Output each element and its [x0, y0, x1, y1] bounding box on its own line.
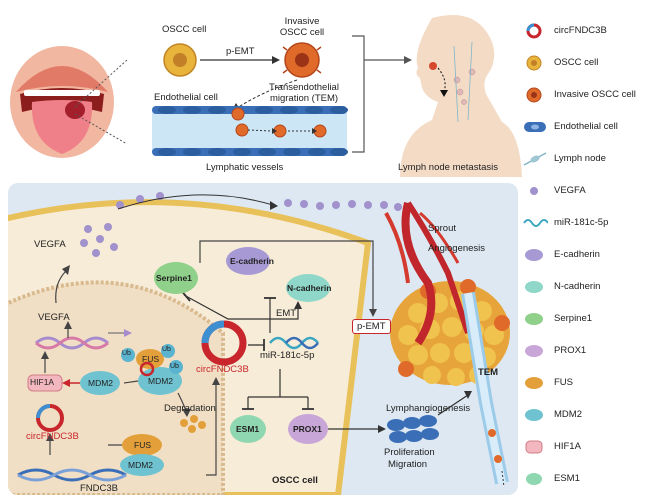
circfndc3b-left-label: circFNDC3B: [26, 431, 79, 442]
invasive-oscc-cell-label: Invasive OSCC cell: [279, 16, 325, 38]
angiogenesis-label: Angiogenesis: [428, 243, 486, 254]
p-emt-box: p-EMT: [352, 319, 391, 334]
legend-item-mirna: miR-181c-5p: [522, 214, 648, 232]
tem-label: Transendothelial migration (TEM): [269, 82, 339, 104]
legend-item-esm1: ESM1: [522, 470, 648, 488]
prox1-icon: [525, 345, 543, 357]
esm1-label: ESM1: [236, 424, 260, 434]
legend-item-invasive-oscc-cell: Invasive OSCC cell: [522, 86, 648, 104]
lymph-node-metastasis-label: Lymph node metastasis: [398, 162, 498, 173]
lymphangiogenesis-label: Lymphangiogenesis: [386, 403, 471, 414]
fndc3b-label: FNDC3B: [80, 483, 119, 494]
vegfa-dots: [80, 192, 402, 257]
ub-label-2: Ub: [162, 346, 171, 353]
mouth-illustration: [10, 46, 114, 158]
n-cadherin-label: N-cadherin: [287, 283, 332, 293]
legend-item-hif1a: HIF1A: [522, 438, 648, 456]
vegfa-outside-label: VEGFA: [34, 239, 66, 250]
serpine1-icon: [525, 313, 543, 325]
lymph-node-icon: [523, 152, 547, 166]
legend-item-oscc-cell: OSCC cell: [522, 54, 648, 72]
top-panel-graphic: [10, 15, 522, 177]
legend-item-endothelial-cell: Endothelial cell: [522, 118, 648, 136]
bottom-panel: VEGFA VEGFA HIF1A MDM2 MDM2 FUS Ub Ub Ub…: [8, 183, 518, 495]
legend-item-e-cadherin: E-cadherin: [522, 246, 648, 264]
e-cadherin-icon: [525, 249, 543, 261]
invasive-oscc-cell-top: [282, 42, 322, 78]
emt-label: EMT: [276, 308, 297, 319]
mir-181c-5p-label: miR-181c-5p: [260, 350, 315, 361]
mdm2-label-c: MDM2: [128, 460, 154, 470]
serpine1-label: Serpine1: [156, 273, 192, 283]
legend-item-prox1: PROX1: [522, 342, 648, 360]
oscc-cell-icon: [526, 55, 542, 71]
sprout-label: Sprout: [428, 223, 456, 234]
mdm2-label-b: MDM2: [148, 376, 174, 386]
hif1a-label: HIF1A: [30, 377, 55, 387]
n-cadherin-icon: [525, 281, 543, 293]
hif1a-icon: [525, 440, 543, 454]
ub-label-3: Ub: [170, 363, 179, 370]
top-panel: OSCC cell p-EMT Invasive OSCC cell Endot…: [2, 2, 522, 177]
vegfa-nucleus-label: VEGFA: [38, 312, 70, 323]
e-cadherin-label: E-cadherin: [230, 256, 274, 266]
proliferation-label: Proliferation: [384, 447, 435, 458]
legend-item-n-cadherin: N-cadherin: [522, 278, 648, 296]
circfndc3b-icon: [526, 23, 542, 39]
mdm2-icon: [525, 409, 543, 421]
oscc-cell-label: OSCC cell: [162, 24, 207, 35]
prox1-label: PROX1: [293, 424, 322, 434]
legend-item-lymph-node: Lymph node: [522, 150, 648, 168]
oscc-cell-top: [163, 43, 197, 77]
lymphatic-vessels-label: Lymphatic vessels: [206, 162, 284, 173]
legend-item-fus: FUS: [522, 374, 648, 392]
degradation-label: Degradation: [164, 403, 216, 414]
tem-inner-label: TEM: [478, 367, 499, 378]
legend: circFNDC3B OSCC cell Invasive OSCC cell …: [522, 8, 648, 496]
human-figure: [400, 15, 522, 177]
circfndc3b-mid-label: circFNDC3B: [196, 364, 249, 375]
legend-item-vegfa: VEGFA: [522, 182, 648, 200]
bottom-panel-graphic: [8, 192, 510, 495]
fus-label-a: FUS: [142, 354, 159, 364]
lymphatic-vessel: [152, 106, 348, 156]
legend-item-mdm2: MDM2: [522, 406, 648, 424]
migration-label: Migration: [388, 459, 428, 470]
mirna-icon: [523, 219, 548, 227]
legend-item-circfndc3b: circFNDC3B: [522, 22, 648, 40]
p-emt-label: p-EMT: [226, 46, 255, 57]
ub-label-1: Ub: [122, 350, 131, 357]
legend-item-serpine1: Serpine1: [522, 310, 648, 328]
esm1-icon: [526, 473, 542, 485]
vegfa-icon: [530, 187, 538, 195]
invasive-oscc-cell-icon: [526, 87, 542, 103]
fus-icon: [525, 377, 543, 389]
mdm2-label-a: MDM2: [88, 378, 114, 388]
serpine1-shape: [154, 262, 198, 294]
fus-label-b: FUS: [134, 440, 151, 450]
endothelial-cell-icon: [524, 122, 546, 132]
endothelial-cell-label: Endothelial cell: [154, 92, 218, 103]
oscc-cell-inner-label: OSCC cell: [272, 475, 318, 486]
